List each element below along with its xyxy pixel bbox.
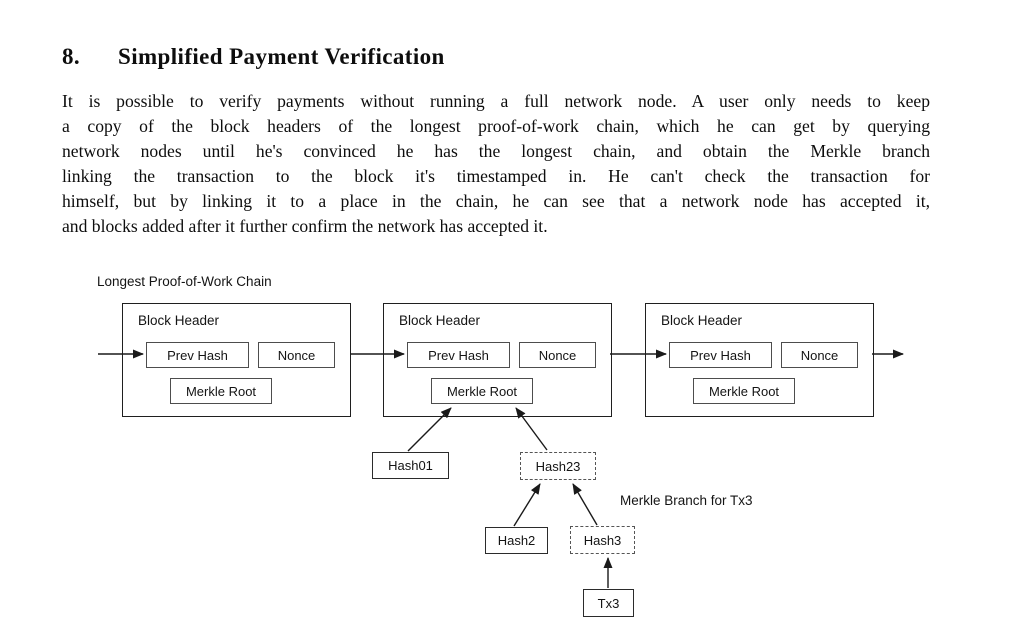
block-header-box-1: Block Header Prev Hash Nonce Merkle Root: [122, 303, 351, 417]
prev-hash-box: Prev Hash: [669, 342, 772, 368]
block-header-box-3: Block Header Prev Hash Nonce Merkle Root: [645, 303, 874, 417]
nonce-box: Nonce: [258, 342, 335, 368]
nonce-box: Nonce: [519, 342, 596, 368]
merkle-branch-label: Merkle Branch for Tx3: [620, 493, 753, 508]
block-header-title: Block Header: [399, 313, 481, 328]
tx3-box: Tx3: [583, 589, 634, 617]
merkle-root-box: Merkle Root: [170, 378, 272, 404]
section-title: Simplified Payment Verification: [118, 44, 445, 69]
paragraph-line: linking the transaction to the block it'…: [62, 165, 930, 186]
merkle-root-box: Merkle Root: [693, 378, 795, 404]
chain-label: Longest Proof-of-Work Chain: [97, 274, 272, 289]
merkle-root-box: Merkle Root: [431, 378, 533, 404]
hash3-box: Hash3: [570, 526, 635, 554]
hash01-box: Hash01: [372, 452, 449, 479]
paragraph-line: It is possible to verify payments withou…: [62, 91, 930, 111]
paragraph-line: and blocks added after it further confir…: [62, 215, 548, 236]
prev-hash-box: Prev Hash: [407, 342, 510, 368]
paragraph-line: network nodes until he's convinced he ha…: [62, 140, 930, 161]
hash3-to-hash23-arrow: [572, 483, 598, 526]
paragraph-line: himself, but by linking it to a place in…: [62, 190, 930, 211]
section-number: 8.: [62, 44, 81, 69]
hash2-to-hash23-arrow: [513, 483, 541, 527]
block-header-title: Block Header: [138, 313, 220, 328]
block-header-title: Block Header: [661, 313, 743, 328]
block-header-box-2: Block Header Prev Hash Nonce Merkle Root: [383, 303, 612, 417]
hash2-box: Hash2: [485, 527, 548, 554]
body-paragraph: It is possible to verify payments withou…: [62, 89, 930, 238]
prev-hash-box: Prev Hash: [146, 342, 249, 368]
paragraph-line: a copy of the block headers of the longe…: [62, 115, 930, 136]
nonce-box: Nonce: [781, 342, 858, 368]
hash23-box: Hash23: [520, 452, 596, 480]
section-heading: 8. Simplified Payment Verification: [62, 44, 445, 70]
